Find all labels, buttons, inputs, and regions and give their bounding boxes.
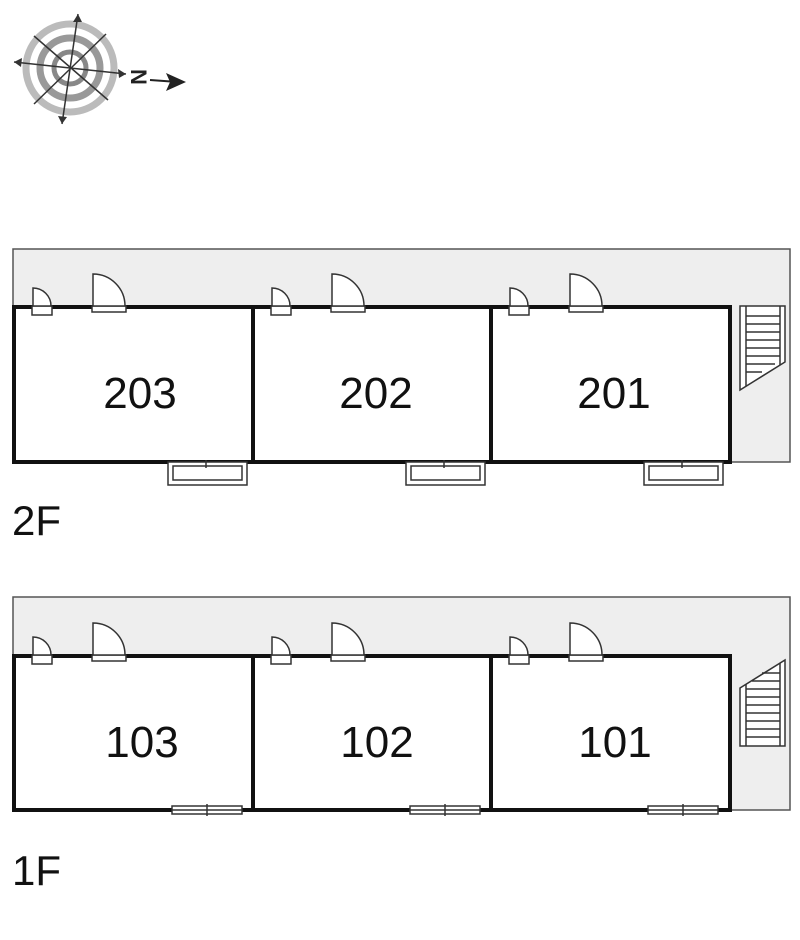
floor-label: 1F [12,847,61,894]
building-2f [12,305,732,464]
window-icon [171,804,719,816]
compass-north-label: N [126,69,151,85]
unit-label: 201 [577,369,650,418]
door-icon [31,622,604,665]
door-icon [31,273,604,316]
stairs-icon [739,305,786,392]
stairs-icon [739,658,786,747]
north-arrow-icon [149,73,186,91]
compass-rose-icon [13,13,127,125]
floor-label: 2F [12,497,61,544]
floor-1f: 103 102 101 1F [12,596,791,894]
floor-2f: 203 202 201 2F [12,248,791,544]
unit-label: 203 [103,369,176,418]
unit-label: 202 [339,369,412,418]
unit-label: 101 [578,718,651,767]
unit-label: 102 [340,718,413,767]
balcony-icon [167,460,724,486]
building-1f [12,654,732,812]
unit-label: 103 [105,718,178,767]
